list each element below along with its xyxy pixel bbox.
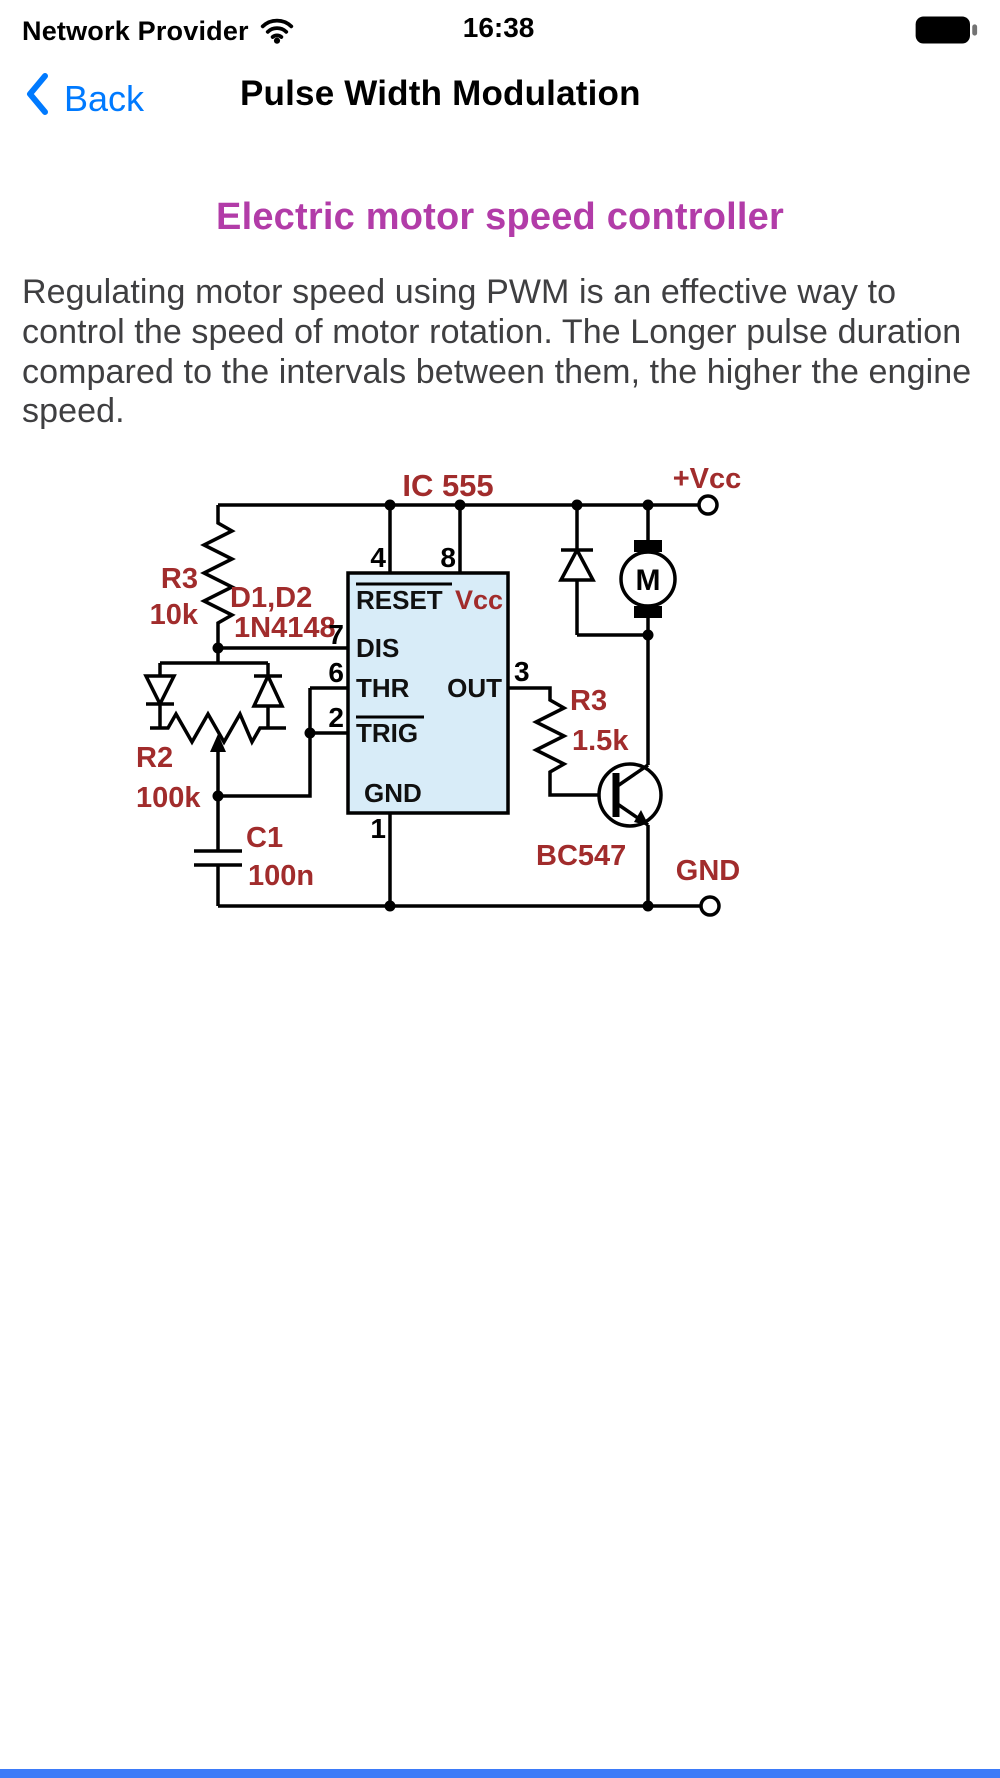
battery-full-icon — [914, 15, 978, 50]
label-c1-value: 100n — [248, 860, 314, 892]
article-heading: Electric motor speed controller — [216, 196, 784, 238]
label-r2: R2 — [136, 742, 173, 774]
ic-pin-out: OUT — [447, 673, 502, 703]
wifi-icon — [259, 16, 295, 49]
ic-pin-trig: TRIG — [356, 718, 418, 748]
page-title: Pulse Width Modulation — [240, 74, 641, 113]
label-r3-value: 10k — [150, 599, 199, 631]
pin-number-7: 7 — [328, 619, 344, 650]
ic-555-body — [346, 571, 510, 815]
label-r4: R3 — [570, 685, 607, 717]
back-button[interactable]: Back — [24, 72, 144, 125]
carrier-label: Network Provider — [22, 15, 249, 46]
vcc-terminal: +Vcc — [673, 463, 742, 516]
motor: M — [619, 540, 677, 619]
label-gnd-terminal: GND — [676, 855, 740, 887]
potentiometer-r2-100k: R2 100k — [136, 710, 286, 814]
chevron-left-icon — [24, 72, 50, 125]
pin-number-8: 8 — [440, 542, 456, 573]
transistor-bc547: BC547 — [536, 762, 663, 872]
motor-label: M — [636, 564, 661, 597]
resistor-r3-1k5: R3 1.5k — [508, 685, 629, 797]
label-diodes: D1,D2 — [230, 582, 312, 614]
diode-d1 — [143, 663, 177, 729]
circuit-diagram: R3 10k D1,D2 1N4148 — [136, 463, 742, 917]
flyback-diode — [558, 546, 596, 582]
circuit-wires — [160, 503, 701, 908]
label-vcc-terminal: +Vcc — [673, 463, 742, 495]
pin-number-4: 4 — [370, 542, 386, 573]
label-r4-value: 1.5k — [572, 725, 629, 757]
ic-pin-vcc: Vcc — [455, 585, 503, 615]
nav-bar: Back Pulse Width Modulation — [0, 70, 1000, 148]
motor-brush-bottom — [634, 606, 662, 619]
ic-555: RESET Vcc DIS THR TRIG OUT GND IC 555 4 … — [328, 468, 529, 844]
label-c1: C1 — [246, 822, 283, 854]
gnd-terminal: GND — [676, 855, 740, 917]
diode-d2 — [251, 663, 285, 729]
capacitor-c1-100n: C1 100n — [194, 822, 314, 892]
label-r2-value: 100k — [136, 782, 201, 814]
ic-pin-thr: THR — [356, 673, 410, 703]
bottom-accent-bar — [0, 1769, 1000, 1778]
ic-pin-reset: RESET — [356, 585, 443, 615]
label-transistor: BC547 — [536, 840, 626, 872]
pin-number-1: 1 — [370, 813, 386, 844]
motor-brush-top — [634, 540, 662, 553]
article-body: Regulating motor speed using PWM is an e… — [22, 273, 972, 431]
label-diodes-part: 1N4148 — [234, 612, 336, 644]
clock: 16:38 — [462, 12, 535, 43]
pin-number-3: 3 — [514, 656, 530, 687]
emitter-arrow — [634, 810, 649, 827]
ic-title: IC 555 — [402, 468, 493, 503]
status-bar: Network Provider 16:38 — [0, 0, 1000, 52]
circuit-diagram-container: R3 10k D1,D2 1N4148 — [0, 448, 1000, 945]
wiper-arrow — [210, 734, 226, 753]
ic-pin-gnd: GND — [364, 778, 422, 808]
junction-dots — [212, 499, 654, 912]
back-label: Back — [64, 77, 145, 119]
label-r3: R3 — [161, 563, 198, 595]
pin-number-2: 2 — [328, 702, 344, 733]
pin-number-6: 6 — [328, 657, 344, 688]
resistor-r3-10k: R3 10k — [150, 505, 236, 649]
ic-pin-dis: DIS — [356, 633, 399, 663]
